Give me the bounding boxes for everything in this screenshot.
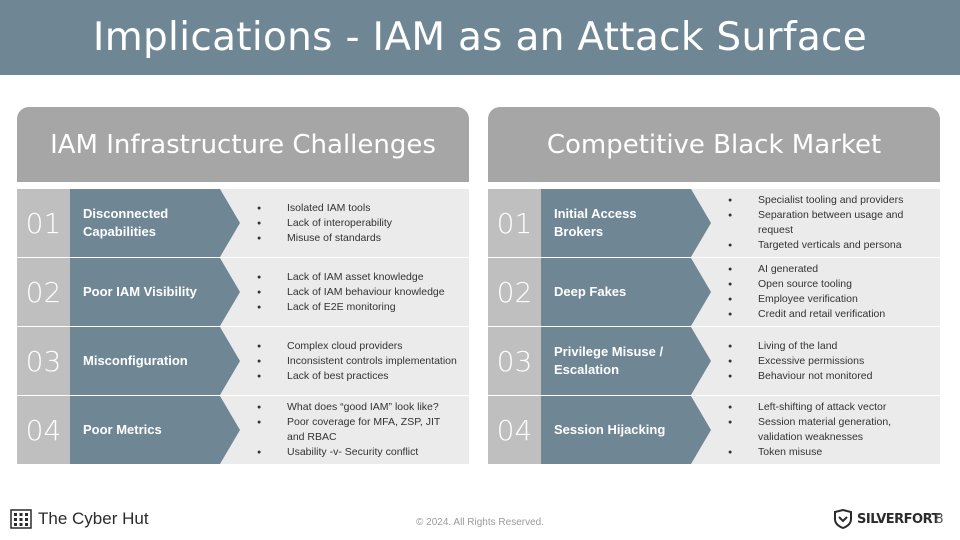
item-label: Misconfiguration	[83, 353, 188, 368]
brand-name: The Cyber Hut	[38, 509, 149, 528]
list-item: 01 Disconnected Capabilities Isolated IA…	[17, 189, 469, 257]
list-item: 03 Misconfiguration Complex cloud provid…	[17, 327, 469, 395]
market-list: 01 Initial Access Brokers Specialist too…	[488, 189, 940, 464]
shield-icon	[834, 509, 852, 529]
bullet-item: Inconsistent controls implementation	[257, 354, 457, 369]
panel-title: Competitive Black Market	[546, 129, 882, 160]
bullet-item: Excessive permissions	[728, 354, 928, 369]
panel-competitive-black-market: Competitive Black Market 01 Initial Acce…	[488, 107, 940, 464]
silverfort-logo: SILVERFORT	[833, 509, 940, 529]
item-label: Initial Access Brokers	[554, 206, 637, 239]
page-number: 8	[935, 510, 944, 527]
item-label: Privilege Misuse / Escalation	[554, 344, 664, 377]
list-item: 02 Deep Fakes AI generated Open source t…	[488, 258, 940, 326]
bullet-item: Poor coverage for MFA, ZSP, JIT and RBAC	[257, 415, 457, 445]
bullet-item: Isolated IAM tools	[257, 201, 457, 216]
bullet-item: Specialist tooling and providers	[728, 193, 928, 208]
item-arrow: Privilege Misuse / Escalation	[541, 327, 711, 395]
item-label: Disconnected Capabilities	[83, 206, 169, 239]
item-label: Poor Metrics	[83, 422, 162, 437]
bullet-item: Credit and retail verification	[728, 307, 928, 322]
bullet-item: Lack of IAM asset knowledge	[257, 270, 457, 285]
bullet-item: Lack of E2E monitoring	[257, 300, 457, 315]
list-item: 03 Privilege Misuse / Escalation Living …	[488, 327, 940, 395]
list-item: 04 Session Hijacking Left-shifting of at…	[488, 396, 940, 464]
bullet-item: Token misuse	[728, 445, 928, 460]
panel-iam-infrastructure-challenges: IAM Infrastructure Challenges 01 Disconn…	[17, 107, 469, 464]
bullet-item: Usability -v- Security conflict	[257, 445, 457, 460]
panel-title: IAM Infrastructure Challenges	[50, 129, 436, 160]
copyright-text: © 2024. All Rights Reserved.	[416, 517, 544, 528]
bullet-item: Misuse of standards	[257, 231, 457, 246]
item-arrow: Disconnected Capabilities	[70, 189, 240, 257]
list-item: 04 Poor Metrics What does “good IAM” loo…	[17, 396, 469, 464]
item-number: 01	[17, 189, 70, 257]
item-number: 04	[17, 396, 70, 464]
bullet-item: What does “good IAM” look like?	[257, 400, 457, 415]
item-arrow: Session Hijacking	[541, 396, 711, 464]
bullet-list: What does “good IAM” look like? Poor cov…	[257, 396, 457, 464]
bullet-list: AI generated Open source tooling Employe…	[728, 258, 928, 326]
bullet-item: Complex cloud providers	[257, 339, 457, 354]
slide-title: Implications - IAM as an Attack Surface	[92, 15, 868, 60]
bullet-item: Behaviour not monitored	[728, 369, 928, 384]
item-number: 03	[17, 327, 70, 395]
item-label: Deep Fakes	[554, 284, 627, 299]
bullet-list: Living of the land Excessive permissions…	[728, 327, 928, 395]
item-number: 04	[488, 396, 541, 464]
bullet-item: Employee verification	[728, 292, 928, 307]
panel-header: Competitive Black Market	[488, 107, 940, 182]
item-number: 02	[488, 258, 541, 326]
bullet-item: Open source tooling	[728, 277, 928, 292]
bullet-item: Targeted verticals and persona	[728, 238, 928, 253]
item-number: 03	[488, 327, 541, 395]
item-arrow: Initial Access Brokers	[541, 189, 711, 257]
title-bar: Implications - IAM as an Attack Surface	[0, 0, 960, 75]
bullet-list: Complex cloud providers Inconsistent con…	[257, 327, 457, 395]
cyber-hut-logo: The Cyber Hut	[10, 508, 149, 530]
item-label: Session Hijacking	[554, 422, 666, 437]
bullet-item: Separation between usage and request	[728, 208, 928, 238]
item-number: 01	[488, 189, 541, 257]
bullet-list: Isolated IAM tools Lack of interoperabil…	[257, 189, 457, 257]
bullet-item: Session material generation, validation …	[728, 415, 928, 445]
bullet-item: Lack of best practices	[257, 369, 457, 384]
silverfort-wordmark: SILVERFORT	[857, 511, 940, 527]
list-item: 02 Poor IAM Visibility Lack of IAM asset…	[17, 258, 469, 326]
panel-header: IAM Infrastructure Challenges	[17, 107, 469, 182]
bullet-item: Lack of interoperability	[257, 216, 457, 231]
bullet-list: Specialist tooling and providers Separat…	[728, 189, 928, 257]
building-icon	[10, 509, 32, 529]
item-arrow: Poor IAM Visibility	[70, 258, 240, 326]
item-label: Poor IAM Visibility	[83, 284, 197, 299]
item-arrow: Misconfiguration	[70, 327, 240, 395]
bullet-item: AI generated	[728, 262, 928, 277]
item-number: 02	[17, 258, 70, 326]
item-arrow: Poor Metrics	[70, 396, 240, 464]
bullet-list: Lack of IAM asset knowledge Lack of IAM …	[257, 258, 457, 326]
bullet-list: Left-shifting of attack vector Session m…	[728, 396, 928, 464]
bullet-item: Living of the land	[728, 339, 928, 354]
list-item: 01 Initial Access Brokers Specialist too…	[488, 189, 940, 257]
bullet-item: Lack of IAM behaviour knowledge	[257, 285, 457, 300]
challenge-list: 01 Disconnected Capabilities Isolated IA…	[17, 189, 469, 464]
item-arrow: Deep Fakes	[541, 258, 711, 326]
bullet-item: Left-shifting of attack vector	[728, 400, 928, 415]
